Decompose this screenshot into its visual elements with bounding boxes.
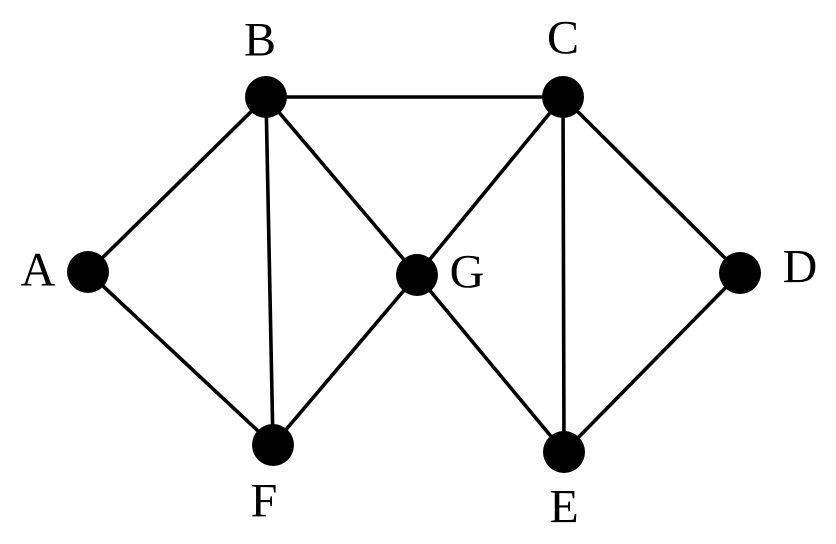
edge-A-F (86, 270, 275, 447)
node-label-A: A (21, 244, 56, 297)
edge-D-E (562, 271, 742, 454)
node-F (252, 424, 294, 466)
edge-A-B (86, 95, 268, 274)
edge-B-F (264, 96, 275, 446)
edge-F-G (271, 273, 419, 447)
node-label-E: E (549, 481, 578, 534)
node-label-C: C (547, 12, 579, 65)
edge-B-G (264, 95, 419, 277)
node-label-D: D (783, 241, 818, 294)
node-label-G: G (450, 246, 485, 299)
node-A (67, 251, 109, 293)
node-G (396, 254, 438, 296)
edge-C-E (561, 96, 566, 453)
node-label-F: F (251, 475, 278, 528)
edge-C-G (415, 95, 565, 277)
node-B (245, 76, 287, 118)
node-D (719, 252, 761, 294)
node-label-B: B (244, 14, 276, 67)
node-C (542, 76, 584, 118)
edge-C-D (561, 95, 742, 275)
edge-E-G (415, 273, 566, 454)
node-E (543, 431, 585, 473)
